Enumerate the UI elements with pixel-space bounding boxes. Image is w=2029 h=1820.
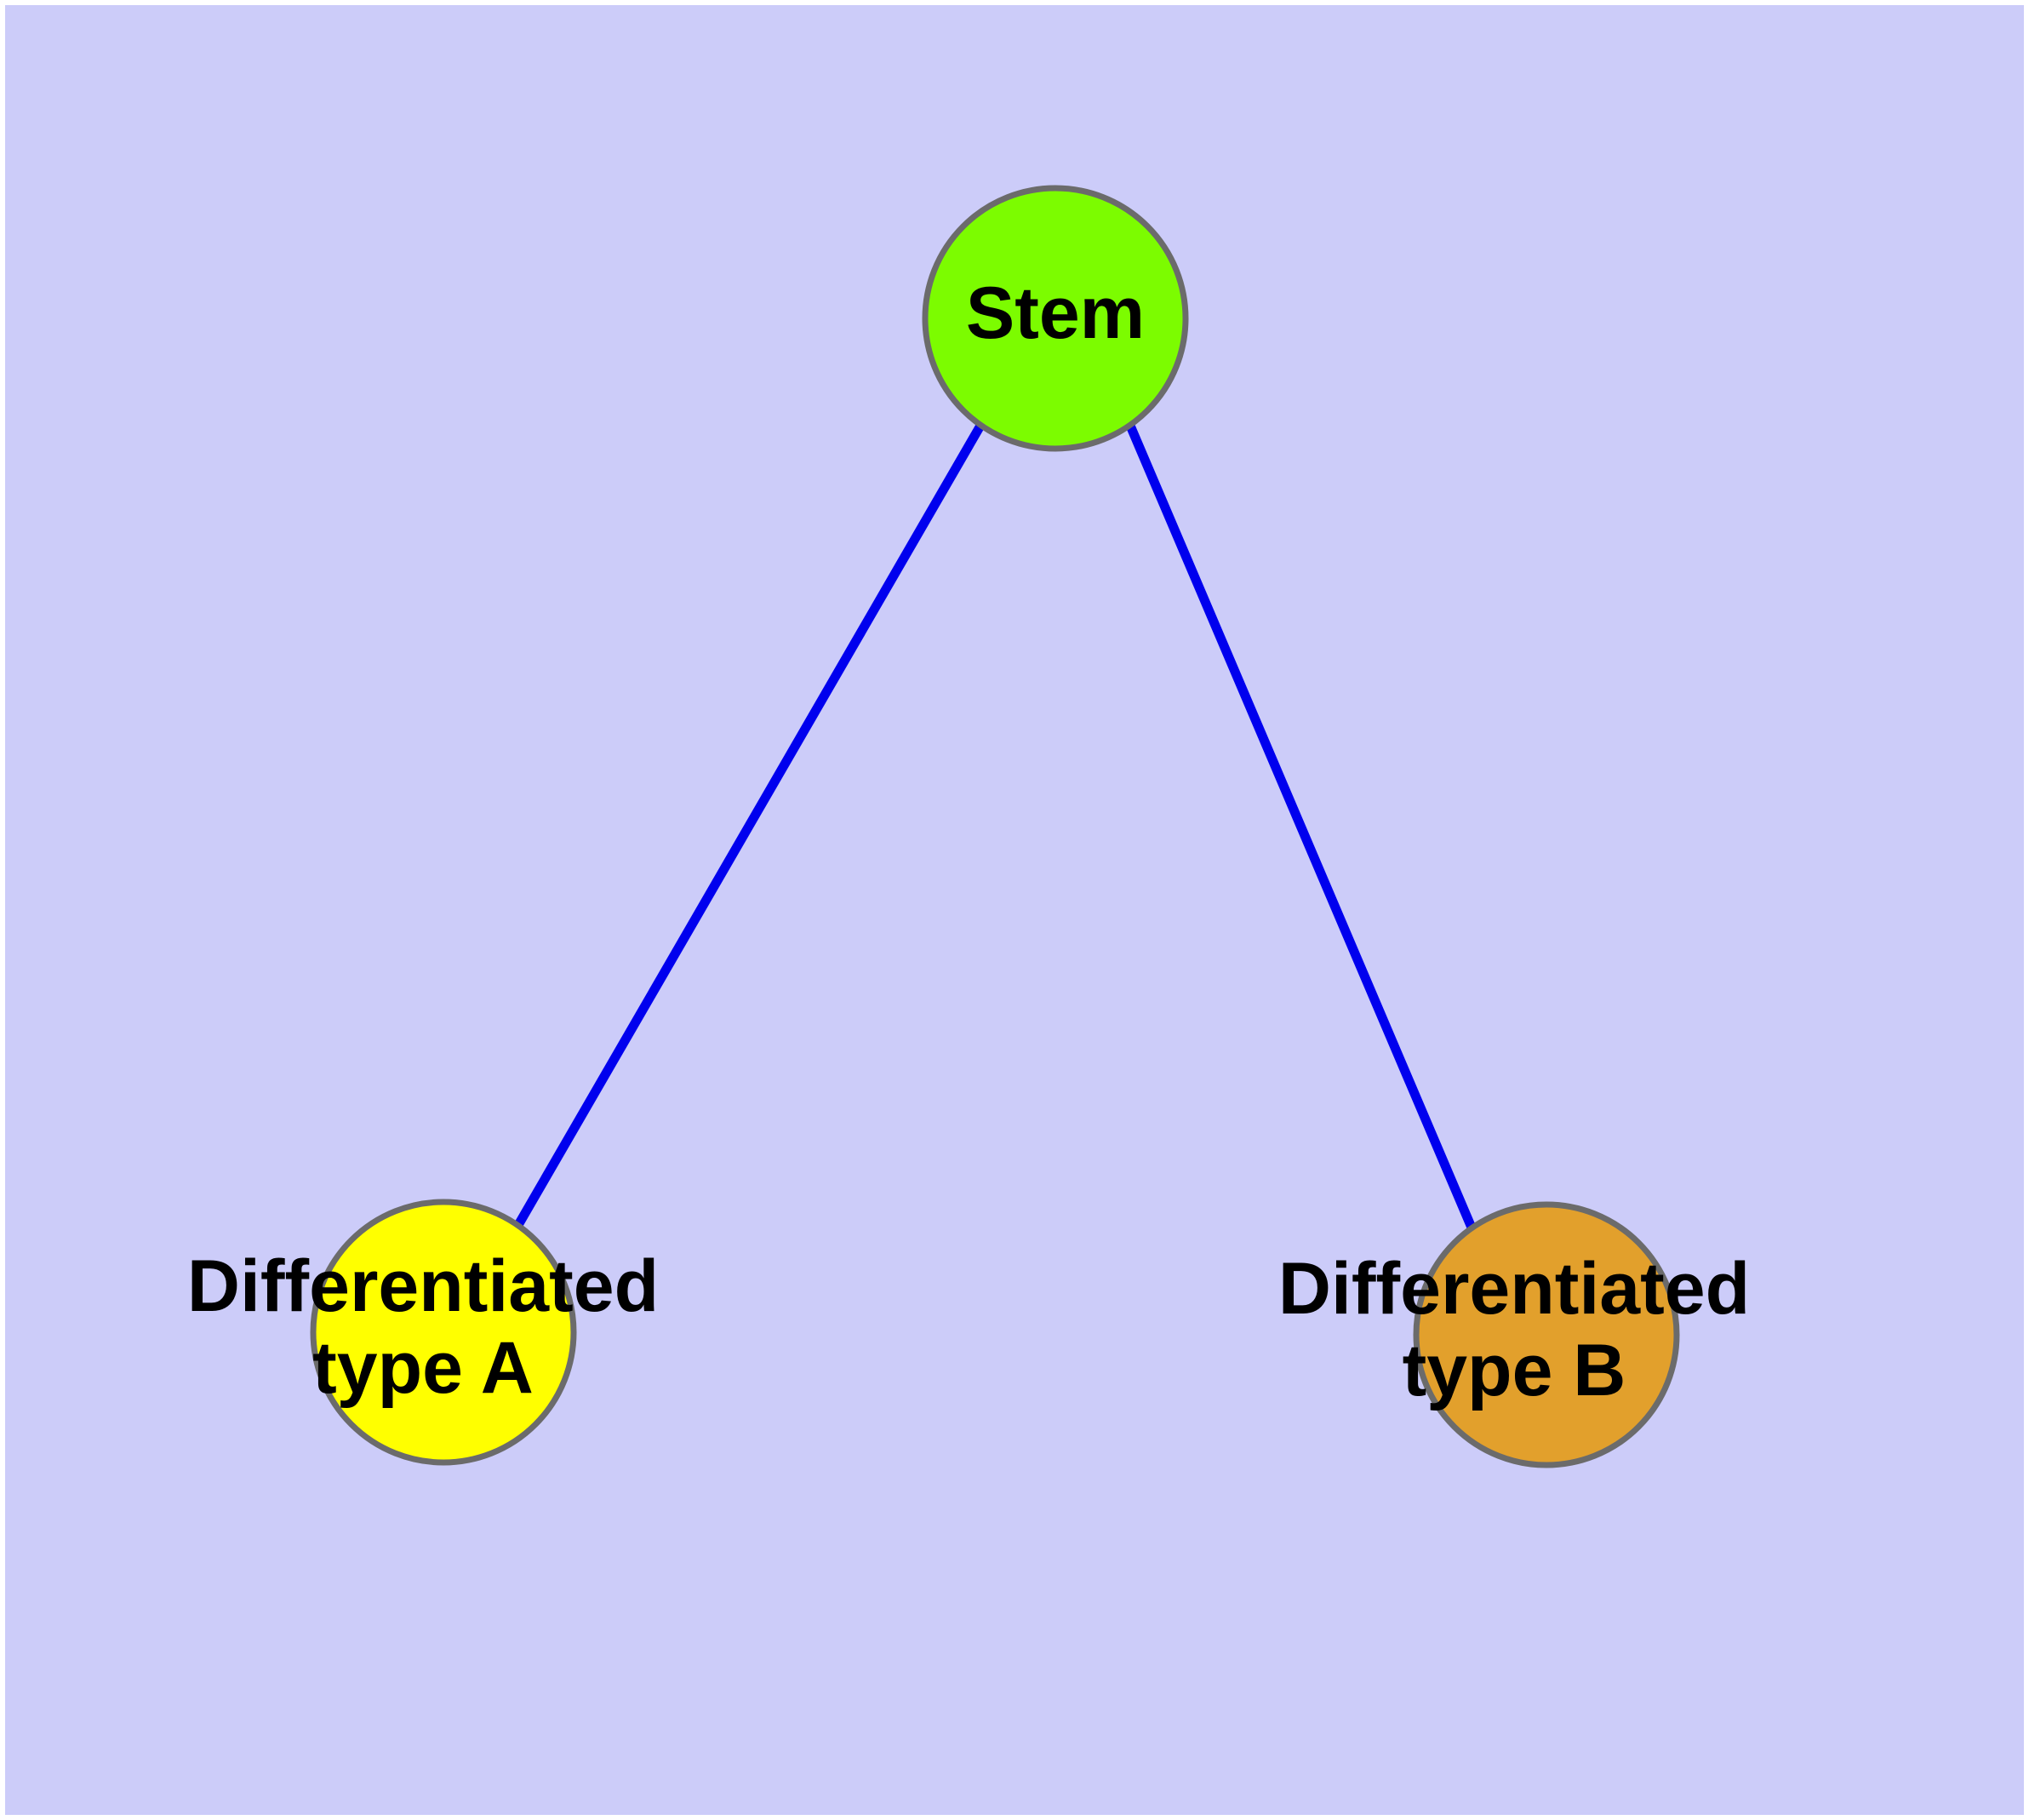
edge-stem-to-differentiated-type-b[interactable] (1125, 423, 1477, 1230)
node-label-line: Stem (966, 272, 1145, 354)
edge-layer (514, 423, 1477, 1230)
node-label-line: type A (312, 1327, 534, 1409)
edge-stem-to-differentiated-type-a[interactable] (514, 423, 985, 1228)
node-label-line: type B (1403, 1330, 1626, 1411)
node-label-line: Differentiated (187, 1245, 659, 1327)
node-stem[interactable] (922, 185, 1189, 452)
node-layer (310, 185, 1680, 1468)
node-label-line: Differentiated (1278, 1248, 1750, 1330)
node-differentiated-type-b[interactable] (1413, 1201, 1680, 1468)
node-label-stem: Stem (966, 272, 1145, 354)
node-differentiated-type-a[interactable] (310, 1199, 577, 1466)
